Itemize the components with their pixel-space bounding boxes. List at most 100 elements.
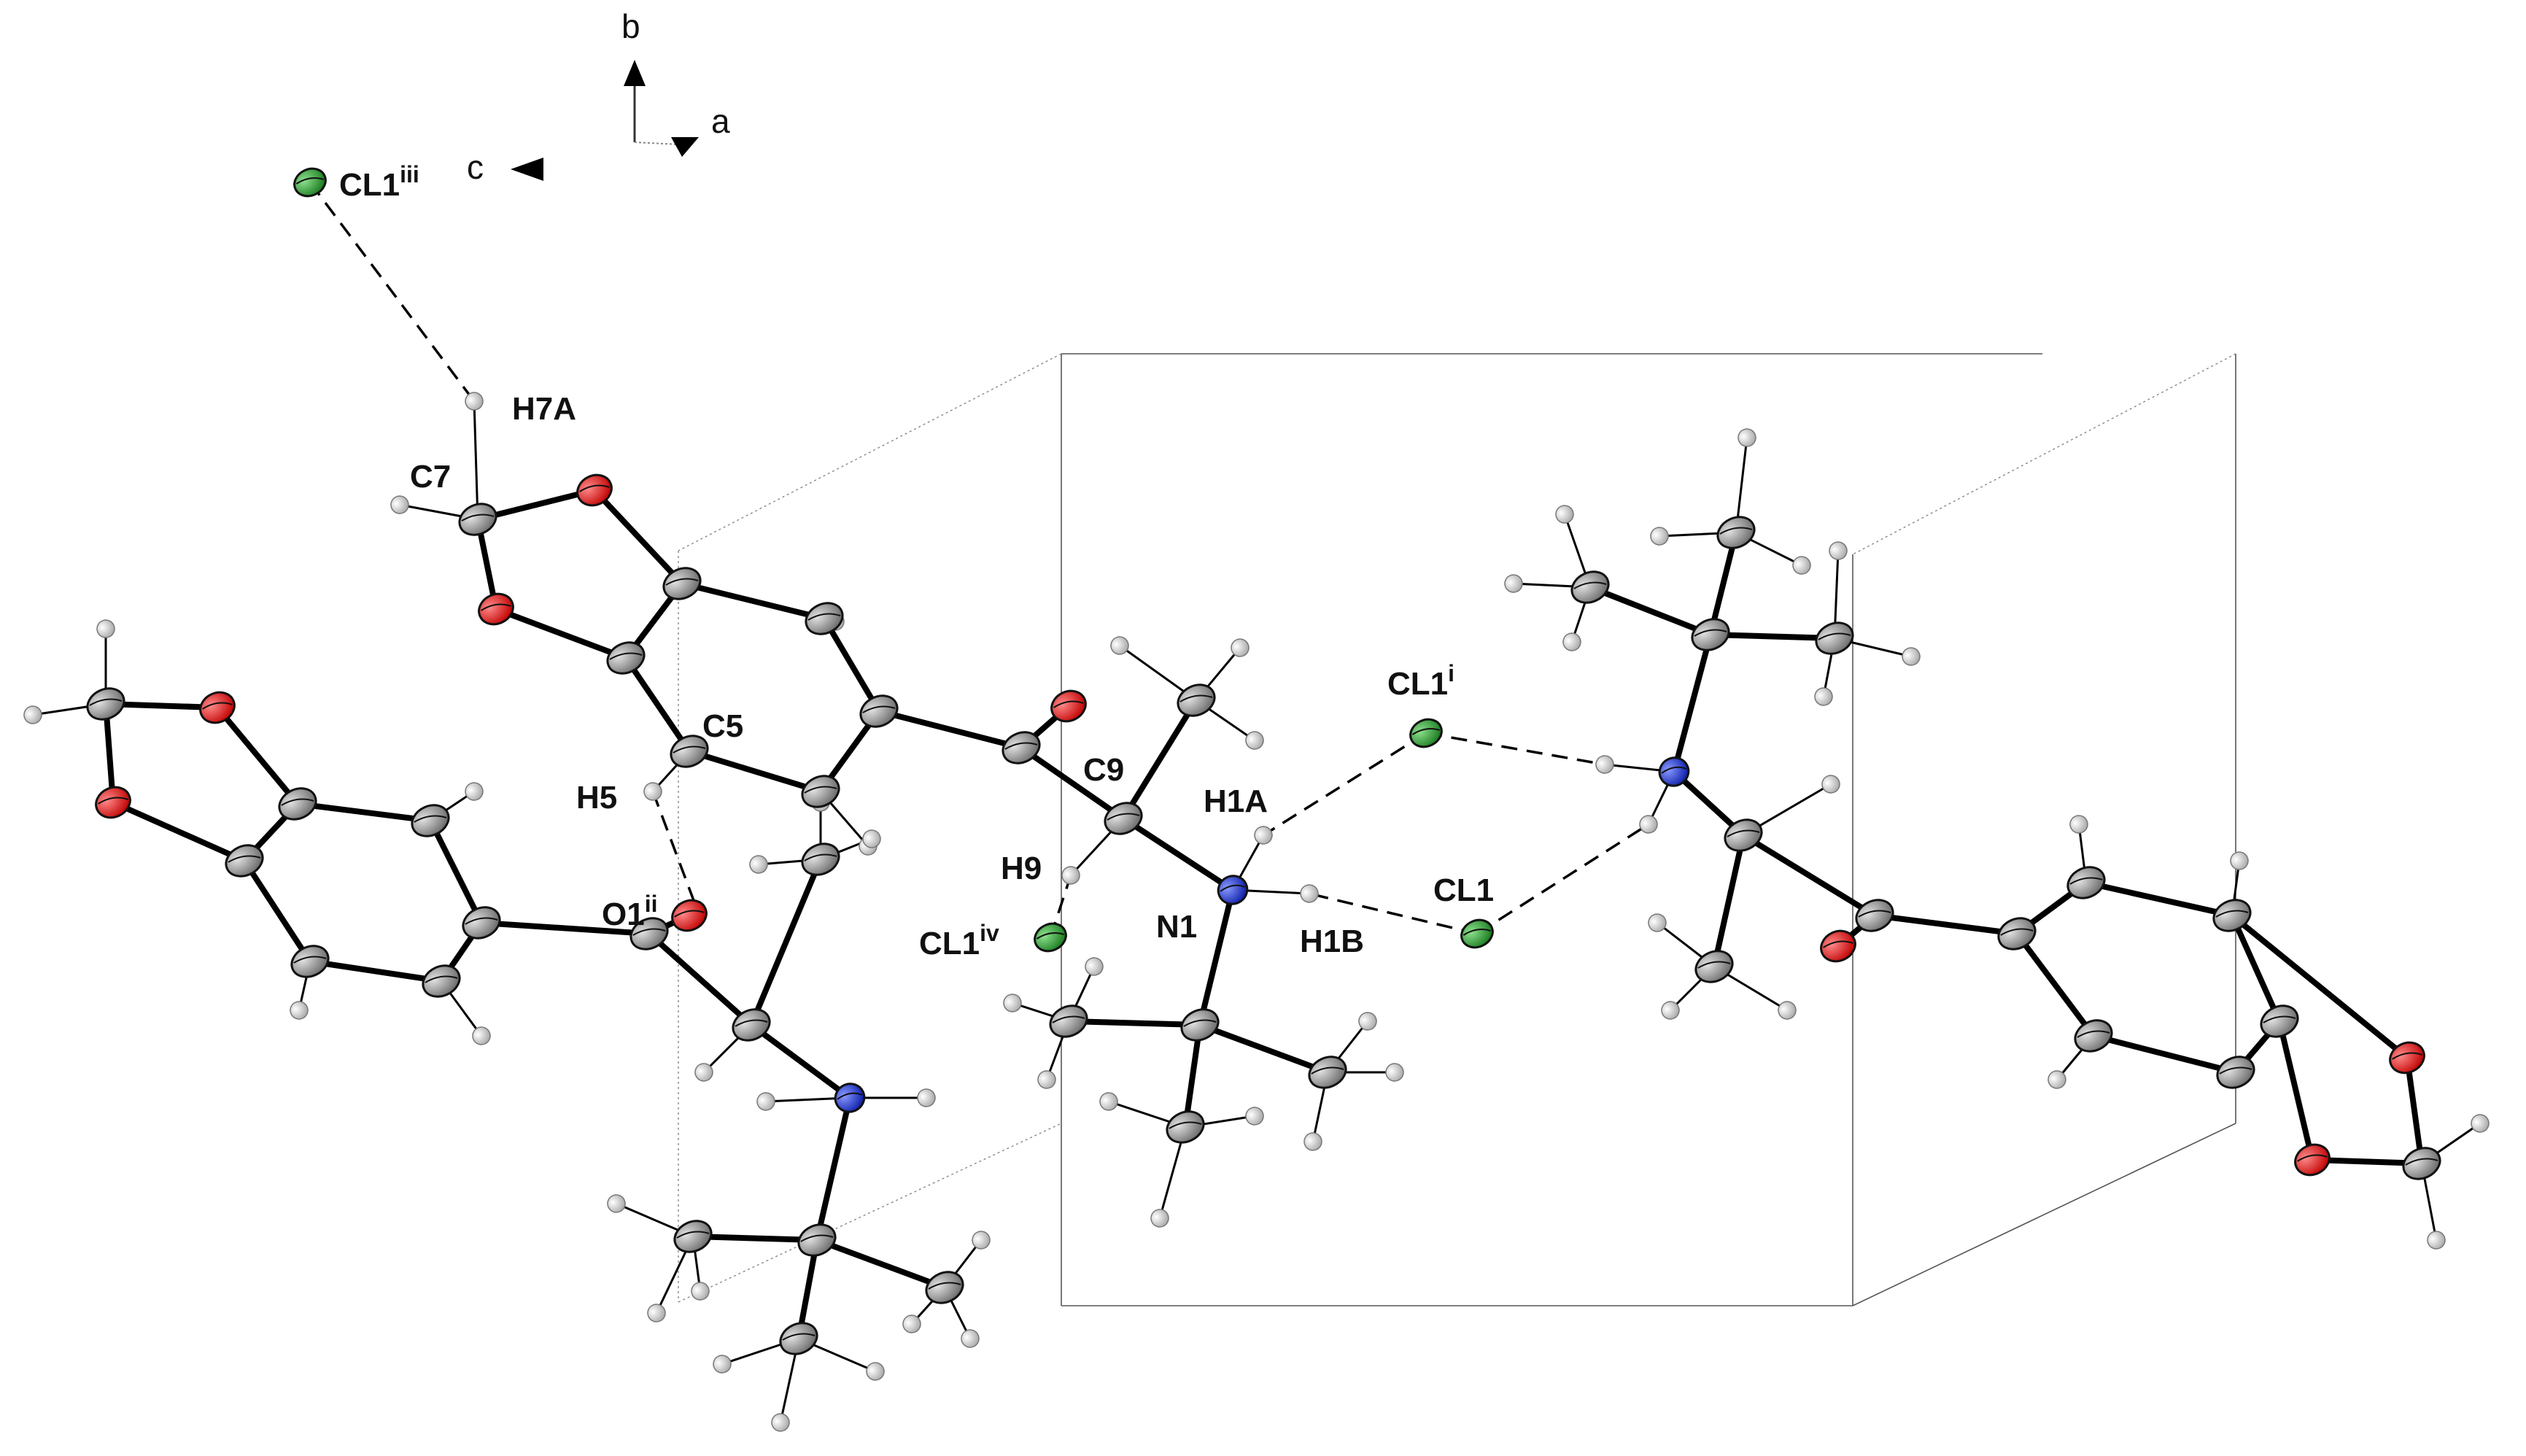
- ellipsoid-principal-axis: [2392, 1052, 2422, 1060]
- hydrogen-atom: [1099, 1092, 1118, 1111]
- hydrogen-atom: [972, 1231, 991, 1250]
- hydrogen-atom: [1650, 527, 1669, 546]
- label-base: CL1: [1387, 666, 1448, 702]
- ellipsoid-principal-axis: [579, 484, 610, 492]
- hydrogen-atom: [643, 782, 662, 801]
- covalent-bond: [748, 1022, 853, 1101]
- hydrogen-atom: [1061, 866, 1080, 885]
- carbon-atom: [673, 1220, 713, 1253]
- ellipsoid-principal-axis: [862, 705, 896, 713]
- ellipsoid-principal-axis: [1694, 629, 1727, 637]
- label-superscript: iv: [980, 920, 999, 946]
- hydrogen-atom: [771, 1413, 790, 1432]
- ellipsoid-principal-axis: [804, 786, 837, 794]
- carbon-atom: [2260, 1004, 2299, 1038]
- hydrogen-atom: [96, 619, 115, 638]
- label-h1a: H1A: [1204, 783, 1268, 819]
- covalent-bond: [1671, 632, 1713, 775]
- carbon-atom: [1855, 899, 1894, 932]
- ellipsoid-principal-axis: [1719, 527, 1753, 535]
- covalent-bond: [686, 748, 824, 794]
- carbon-atom: [801, 775, 840, 808]
- covalent-bond: [1711, 832, 1746, 969]
- oxygen-atom: [2389, 1041, 2425, 1074]
- c-axis-arrow: [511, 158, 543, 181]
- cell-edge: [678, 353, 1062, 551]
- covalent-bond: [2229, 913, 2282, 1024]
- hydrogen-atom: [1037, 1070, 1056, 1089]
- hydrogen-atom: [1648, 913, 1667, 932]
- ellipsoid-principal-axis: [1661, 766, 1687, 774]
- hydrogen-atom: [961, 1329, 980, 1348]
- ellipsoid-principal-axis: [1169, 1121, 1202, 1129]
- ellipsoid-principal-axis: [481, 603, 511, 611]
- hydrogen-atom: [1814, 687, 1833, 706]
- ellipsoid-principal-axis: [1462, 929, 1492, 936]
- hydrogen-atom: [465, 782, 484, 801]
- carbon-atom: [1694, 950, 1734, 983]
- ellipsoid-principal-axis: [293, 956, 327, 964]
- ellipsoid-principal-axis: [425, 975, 458, 983]
- hydrogen-atom: [2427, 1231, 2446, 1250]
- covalent-bond: [1197, 887, 1236, 1028]
- covalent-bond: [876, 708, 1024, 751]
- hydrogen-atom: [1595, 755, 1614, 774]
- label-h5: H5: [576, 780, 617, 816]
- carbon-atom: [1180, 1008, 1220, 1042]
- covalent-bond: [679, 581, 827, 621]
- hydrogen-atom: [694, 1063, 713, 1082]
- carbon-atom: [779, 1322, 818, 1355]
- carbon-atom: [1177, 684, 1216, 717]
- ellipsoid-principal-axis: [2297, 1154, 2328, 1162]
- covalent-bond: [1197, 1022, 1330, 1075]
- hydrogen-atom: [1231, 638, 1250, 657]
- hydrogen-bond-dashed: [1263, 732, 1427, 837]
- carbon-atom: [1308, 1056, 1347, 1089]
- nitrogen-atom: [1217, 875, 1249, 905]
- hydrogen-atom: [1562, 632, 1581, 651]
- a-axis-arrow: [671, 137, 699, 157]
- carbon-atom: [1691, 618, 1730, 651]
- hydrogen-atom: [2069, 815, 2088, 834]
- ellipsoid-principal-axis: [1818, 632, 1851, 640]
- carbon-atom: [662, 567, 702, 600]
- carbon-atom: [458, 503, 497, 536]
- covalent-bond: [1066, 1018, 1203, 1028]
- carbon-atom: [805, 602, 844, 635]
- carbon-atom: [732, 1008, 771, 1042]
- ellipsoid-principal-axis: [665, 578, 699, 586]
- chlorine-atom: [1460, 918, 1494, 949]
- label-base: O1: [602, 897, 645, 932]
- ellipsoid-principal-axis: [1179, 694, 1213, 702]
- hydrogen-atom: [749, 855, 768, 874]
- hydrogen-bond-dashed: [1309, 892, 1478, 935]
- hydrogen-atom: [862, 829, 881, 848]
- label-h7a: H7A: [512, 391, 576, 427]
- covalent-bond: [475, 487, 597, 522]
- ellipsoid-principal-axis: [1220, 884, 1246, 892]
- c-axis-label: c: [467, 148, 484, 186]
- covalent-bond: [748, 856, 824, 1028]
- ellipsoid-principal-axis: [1823, 940, 1853, 948]
- covalent-bond: [2277, 1018, 2315, 1163]
- covalent-bond: [1018, 745, 1126, 821]
- hydrogen-atom: [1085, 957, 1104, 976]
- hydrogen-atom: [1245, 1107, 1264, 1126]
- carbon-atom: [801, 843, 840, 876]
- covalent-bond: [814, 1095, 853, 1243]
- label-superscript: ii: [645, 891, 658, 917]
- chlorine-atom: [1034, 922, 1067, 953]
- label-superscript: iii: [400, 161, 419, 187]
- ellipsoid-principal-axis: [89, 698, 123, 706]
- oxygen-atom: [1820, 929, 1856, 963]
- ellipsoid-principal-axis: [800, 1234, 834, 1242]
- carbon-atom: [2212, 899, 2252, 932]
- covalent-bond: [1708, 530, 1739, 638]
- ellipsoid-principal-axis: [2263, 1015, 2296, 1023]
- ellipsoid-principal-axis: [2219, 1066, 2252, 1074]
- hydrogen-atom: [465, 392, 484, 411]
- hydrogen-atom: [607, 1194, 626, 1213]
- hydrogen-atom: [1003, 994, 1022, 1012]
- covalent-bond: [2083, 880, 2235, 918]
- covalent-bond: [1708, 632, 1837, 641]
